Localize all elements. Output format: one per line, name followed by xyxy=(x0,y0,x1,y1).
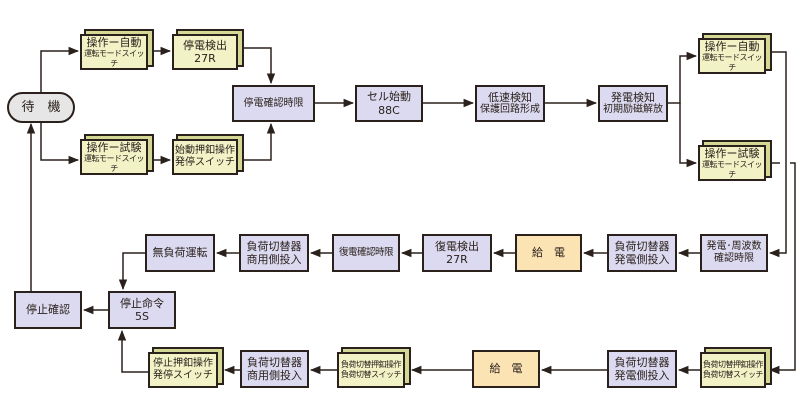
node-low-speed-detect: 低速検知 保護回路形成 xyxy=(475,85,545,122)
node-sublabel: 88C xyxy=(378,103,400,117)
node-label: 低速検知 xyxy=(488,90,532,104)
node-sublabel: 商用側投入 xyxy=(247,369,302,382)
node-label: 無負荷運転 xyxy=(152,246,208,260)
node-label: 操作ー試験 xyxy=(704,146,760,160)
node-power-feed-1: 給 電 xyxy=(515,234,582,272)
node-outage-confirm-timer: 停電確認時限 xyxy=(232,85,315,122)
node-sublabel: 運転モードスイッチ xyxy=(84,154,145,173)
node-standby: 待 機 xyxy=(7,92,75,123)
node-label: 給 電 xyxy=(489,362,523,376)
node-label: 停止押釦操作 xyxy=(153,358,213,369)
node-no-load-run: 無負荷運転 xyxy=(145,234,215,272)
arrow-standby-to-test xyxy=(40,122,80,165)
node-sublabel: 運転モードスイッチ xyxy=(702,160,763,179)
node-load-switch-button-left: 負荷切替押釦操作 負荷切替スイッチ xyxy=(337,352,405,388)
node-label: 給 電 xyxy=(532,246,565,260)
node-sublabel: 運転モードスイッチ xyxy=(84,49,145,68)
node-load-switch-gen-2: 負荷切替器 発電側投入 xyxy=(607,350,677,388)
node-restore-detect: 復電検出 27R xyxy=(422,234,492,272)
node-sublabel: 商用側投入 xyxy=(246,253,302,266)
node-load-switch-gen-1: 負荷切替器 発電側投入 xyxy=(607,234,677,272)
arrow-gen-to-auto-right xyxy=(668,51,698,104)
node-label: 負荷切替器 xyxy=(614,239,670,253)
node-load-switch-button-right: 負荷切替押釦操作 負荷切替スイッチ xyxy=(700,352,766,388)
node-cell-start: セル始動 88C xyxy=(355,85,423,122)
arrow-auto-right-to-genfreq xyxy=(768,51,787,258)
node-op-test-left: 操作ー試験 運転モードスイッチ xyxy=(80,139,148,175)
node-stop-button: 停止押釦操作 発停スイッチ xyxy=(148,352,218,388)
node-gen-freq-confirm: 発電･周波数 確認時限 xyxy=(700,234,768,272)
node-sublabel: 27R xyxy=(446,253,468,266)
node-label: 操作ー試験 xyxy=(86,140,142,154)
node-outage-detect: 停電検出 27R xyxy=(172,34,238,70)
node-label: 負荷切替押釦操作 xyxy=(703,360,764,370)
node-sublabel: 運転モードスイッチ xyxy=(702,53,763,72)
node-label: 停電確認時限 xyxy=(243,97,304,109)
arrow-gen-to-test-right xyxy=(679,103,698,168)
node-op-auto-right: 操作ー自動 運転モードスイッチ xyxy=(698,38,766,74)
arrow-stopbtn-to-stopcmd xyxy=(117,329,148,373)
node-sublabel: 発停スイッチ xyxy=(153,370,213,381)
node-op-auto-left: 操作ー自動 運転モードスイッチ xyxy=(80,34,148,70)
node-load-switch-commercial-1: 負荷切替器 商用側投入 xyxy=(239,234,309,272)
node-label: 操作ー自動 xyxy=(86,35,142,49)
node-stop-confirm: 停止確認 xyxy=(14,291,82,329)
node-sublabel: 発電側投入 xyxy=(614,369,670,382)
arrow-test-right-to-loadbtn xyxy=(770,162,796,370)
node-sublabel: 発電側投入 xyxy=(614,253,670,266)
arrow-noload-to-stopcmd xyxy=(118,252,145,291)
arrow-standby-to-auto xyxy=(40,46,80,92)
node-label: 負荷切替器 xyxy=(247,355,302,369)
arrow-outage-to-timer xyxy=(242,47,276,85)
arrow-startbtn-to-timer xyxy=(242,122,276,161)
node-label: セル始動 xyxy=(367,90,411,104)
node-op-test-right: 操作ー試験 運転モードスイッチ xyxy=(698,145,766,181)
node-label: 操作ー自動 xyxy=(704,39,760,53)
node-sublabel: 負荷切替スイッチ xyxy=(703,370,764,379)
node-label: 負荷切替器 xyxy=(614,355,670,369)
node-start-button: 始動押釦操作 発停スイッチ xyxy=(172,139,238,175)
node-sublabel: 保護回路形成 xyxy=(480,104,540,116)
node-load-switch-commercial-2: 負荷切替器 商用側投入 xyxy=(240,350,309,388)
node-label: 復電確認時限 xyxy=(338,247,394,259)
node-gen-detect: 発電検知 初期励磁解放 xyxy=(598,85,668,122)
node-sublabel: 確認時限 xyxy=(714,253,754,264)
node-restore-confirm-timer: 復電確認時限 xyxy=(332,234,400,272)
node-power-feed-2: 給 電 xyxy=(472,350,540,388)
node-label: 負荷切替器 xyxy=(246,239,302,253)
node-label: 停電検出 xyxy=(183,38,227,52)
node-sublabel: 初期励磁解放 xyxy=(603,104,663,116)
node-label: 復電検出 xyxy=(435,239,479,253)
node-label: 発電検知 xyxy=(611,90,655,104)
node-label: 負荷切替押釦操作 xyxy=(341,360,402,370)
node-label: 停止確認 xyxy=(26,303,70,317)
node-sublabel: 発停スイッチ xyxy=(175,157,235,168)
node-sublabel: 5S xyxy=(135,310,149,323)
node-label: 停止命令 xyxy=(120,296,164,310)
node-stop-command: 停止命令 5S xyxy=(108,291,176,329)
node-sublabel: 負荷切替スイッチ xyxy=(341,370,402,379)
node-sublabel: 27R xyxy=(194,52,216,65)
node-label: 始動押釦操作 xyxy=(175,145,235,156)
node-label: 発電･周波数 xyxy=(706,241,762,252)
node-label: 待 機 xyxy=(21,99,61,115)
